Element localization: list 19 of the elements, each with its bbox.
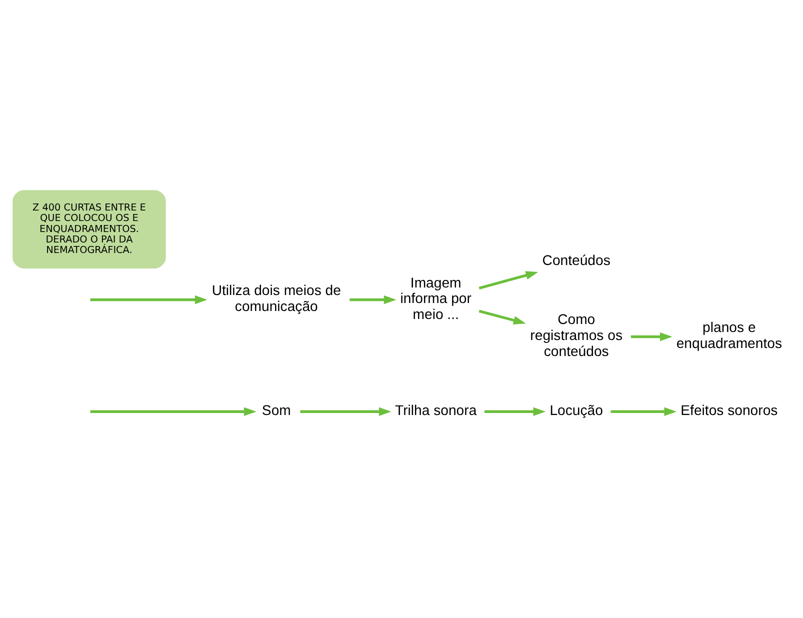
node-text: Locução xyxy=(550,402,603,418)
node-text: Conteúdos xyxy=(542,252,610,268)
arrow xyxy=(90,407,256,416)
arrow xyxy=(630,332,672,342)
node-text: Efeitos sonoros xyxy=(680,402,778,418)
node-text: planos e enquadramentos xyxy=(676,319,782,352)
arrow xyxy=(300,407,392,416)
arrow xyxy=(90,295,208,304)
arrow xyxy=(350,295,396,304)
arrow xyxy=(484,407,546,416)
node-text: Som xyxy=(262,402,291,418)
node-text: Utiliza dois meios de comunicação xyxy=(212,282,341,314)
arrow xyxy=(610,407,677,416)
node-text: Imagem informa por meio ... xyxy=(400,274,472,322)
arrow xyxy=(478,271,538,290)
arrow xyxy=(478,310,526,325)
node-text: Como registramos os conteúdos xyxy=(530,311,623,359)
node-text: Trilha sonora xyxy=(395,402,477,418)
node-box: Z 400 CURTAS ENTRE E QUE COLOCOU OS E ENQUADRAMENTOS. DERADO O PAI DA NEMATOGRÁFICA. xyxy=(12,190,166,268)
